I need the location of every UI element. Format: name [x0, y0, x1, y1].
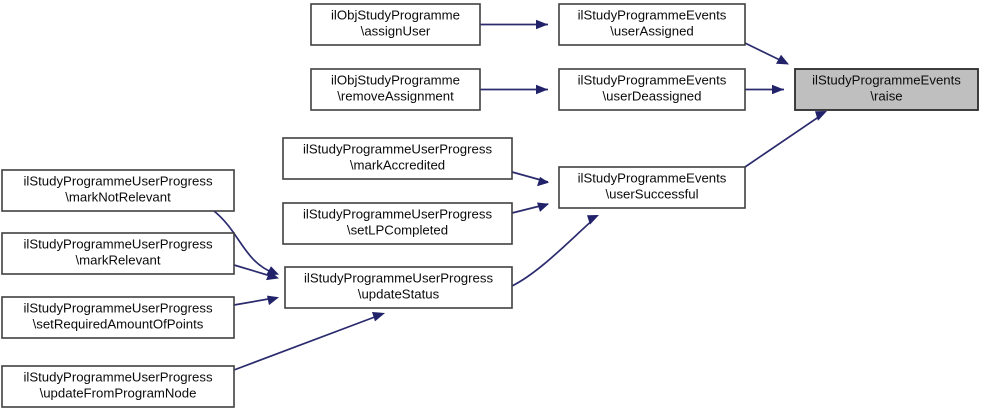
node-label: ilStudyProgrammeUserProgress\updateFromP…	[23, 370, 212, 401]
call-edge-userSuccessful-to-raise	[744, 111, 827, 168]
edge-line	[744, 113, 824, 168]
call-edge-userAssigned-to-raise	[744, 42, 789, 65]
arrowhead-icon	[776, 54, 789, 65]
node-box[interactable]	[1, 169, 235, 212]
edge-line	[233, 314, 381, 371]
graph-node-userDeassigned[interactable]: ilStudyProgrammeEvents\userDeassigned	[558, 68, 746, 111]
node-label: ilStudyProgrammeEvents\userDeassigned	[578, 73, 727, 104]
node-label: ilStudyProgrammeUserProgress\setRequired…	[23, 301, 212, 332]
edge-line	[233, 264, 275, 278]
arrowhead-icon	[772, 84, 784, 95]
node-box[interactable]	[558, 68, 746, 111]
graph-node-updateFromProgramNode[interactable]: ilStudyProgrammeUserProgress\updateFromP…	[1, 365, 235, 408]
graph-node-updateStatus[interactable]: ilStudyProgrammeUserProgress\updateStatu…	[284, 266, 513, 309]
call-edge-setRequiredAmountOfPoints-to-updateStatus	[233, 295, 279, 306]
arrowhead-icon	[536, 19, 548, 30]
graph-node-setRequiredAmountOfPoints[interactable]: ilStudyProgrammeUserProgress\setRequired…	[1, 296, 235, 339]
call-edge-updateStatus-to-userSuccessful	[511, 215, 599, 287]
edge-line	[511, 217, 596, 287]
node-label: ilStudyProgrammeUserProgress\setLPComple…	[303, 207, 492, 238]
node-layer: ilObjStudyProgramme\assignUser ilStudyPro…	[1, 3, 979, 408]
edge-line	[233, 297, 275, 306]
node-box[interactable]	[1, 365, 235, 408]
graph-node-userSuccessful[interactable]: ilStudyProgrammeEvents\userSuccessful	[558, 166, 746, 209]
node-box[interactable]	[282, 202, 513, 245]
node-label: ilStudyProgrammeEvents\raise	[812, 73, 961, 104]
node-box[interactable]	[794, 68, 979, 111]
node-label: ilStudyProgrammeUserProgress\markRelevan…	[23, 237, 212, 268]
node-label: ilStudyProgrammeEvents\userAssigned	[578, 8, 727, 39]
call-edge-removeAssignment-to-userDeassigned	[480, 84, 548, 95]
arrowhead-icon	[266, 270, 279, 281]
node-label: ilStudyProgrammeUserProgress\updateStatu…	[304, 271, 493, 302]
arrowhead-icon	[587, 215, 599, 225]
edge-line	[744, 42, 785, 63]
graph-node-assignUser[interactable]: ilObjStudyProgramme\assignUser	[310, 3, 481, 46]
arrowhead-icon	[537, 176, 549, 187]
arrowhead-icon	[815, 111, 827, 121]
graph-node-markAccredited[interactable]: ilStudyProgrammeUserProgress\markAccredi…	[282, 137, 513, 180]
node-label: ilStudyProgrammeUserProgress\markNotRele…	[23, 174, 212, 205]
node-box[interactable]	[284, 266, 513, 309]
edge-layer	[213, 19, 827, 371]
node-box[interactable]	[282, 137, 513, 180]
node-box[interactable]	[558, 3, 746, 46]
graph-node-raise[interactable]: ilStudyProgrammeEvents\raise	[794, 68, 979, 111]
call-edge-markAccredited-to-userSuccessful	[511, 171, 549, 187]
call-edge-assignUser-to-userAssigned	[480, 19, 548, 30]
node-label: ilObjStudyProgramme\assignUser	[331, 8, 460, 39]
node-label: ilStudyProgrammeUserProgress\markAccredi…	[303, 142, 492, 173]
node-label: ilStudyProgrammeEvents\userSuccessful	[578, 171, 727, 202]
arrowhead-icon	[536, 84, 548, 95]
node-box[interactable]	[1, 296, 235, 339]
node-box[interactable]	[310, 3, 481, 46]
node-box[interactable]	[558, 166, 746, 209]
graph-node-setLPCompleted[interactable]: ilStudyProgrammeUserProgress\setLPComple…	[282, 202, 513, 245]
call-edge-markRelevant-to-updateStatus	[233, 264, 279, 281]
call-edge-setLPCompleted-to-userSuccessful	[511, 202, 549, 214]
arrowhead-icon	[537, 202, 549, 212]
arrowhead-icon	[267, 295, 279, 306]
graph-node-removeAssignment[interactable]: ilObjStudyProgramme\removeAssignment	[310, 68, 481, 111]
graph-node-userAssigned[interactable]: ilStudyProgrammeEvents\userAssigned	[558, 3, 746, 46]
edge-line	[213, 210, 275, 274]
node-box[interactable]	[310, 68, 481, 111]
call-edge-updateFromProgramNode-to-updateStatus	[233, 312, 385, 371]
graph-node-markNotRelevant[interactable]: ilStudyProgrammeUserProgress\markNotRele…	[1, 169, 235, 212]
node-box[interactable]	[1, 232, 235, 275]
graph-node-markRelevant[interactable]: ilStudyProgrammeUserProgress\markRelevan…	[1, 232, 235, 275]
call-edge-userDeassigned-to-raise	[745, 84, 784, 95]
node-label: ilObjStudyProgramme\removeAssignment	[331, 73, 460, 104]
arrowhead-icon	[372, 312, 385, 322]
